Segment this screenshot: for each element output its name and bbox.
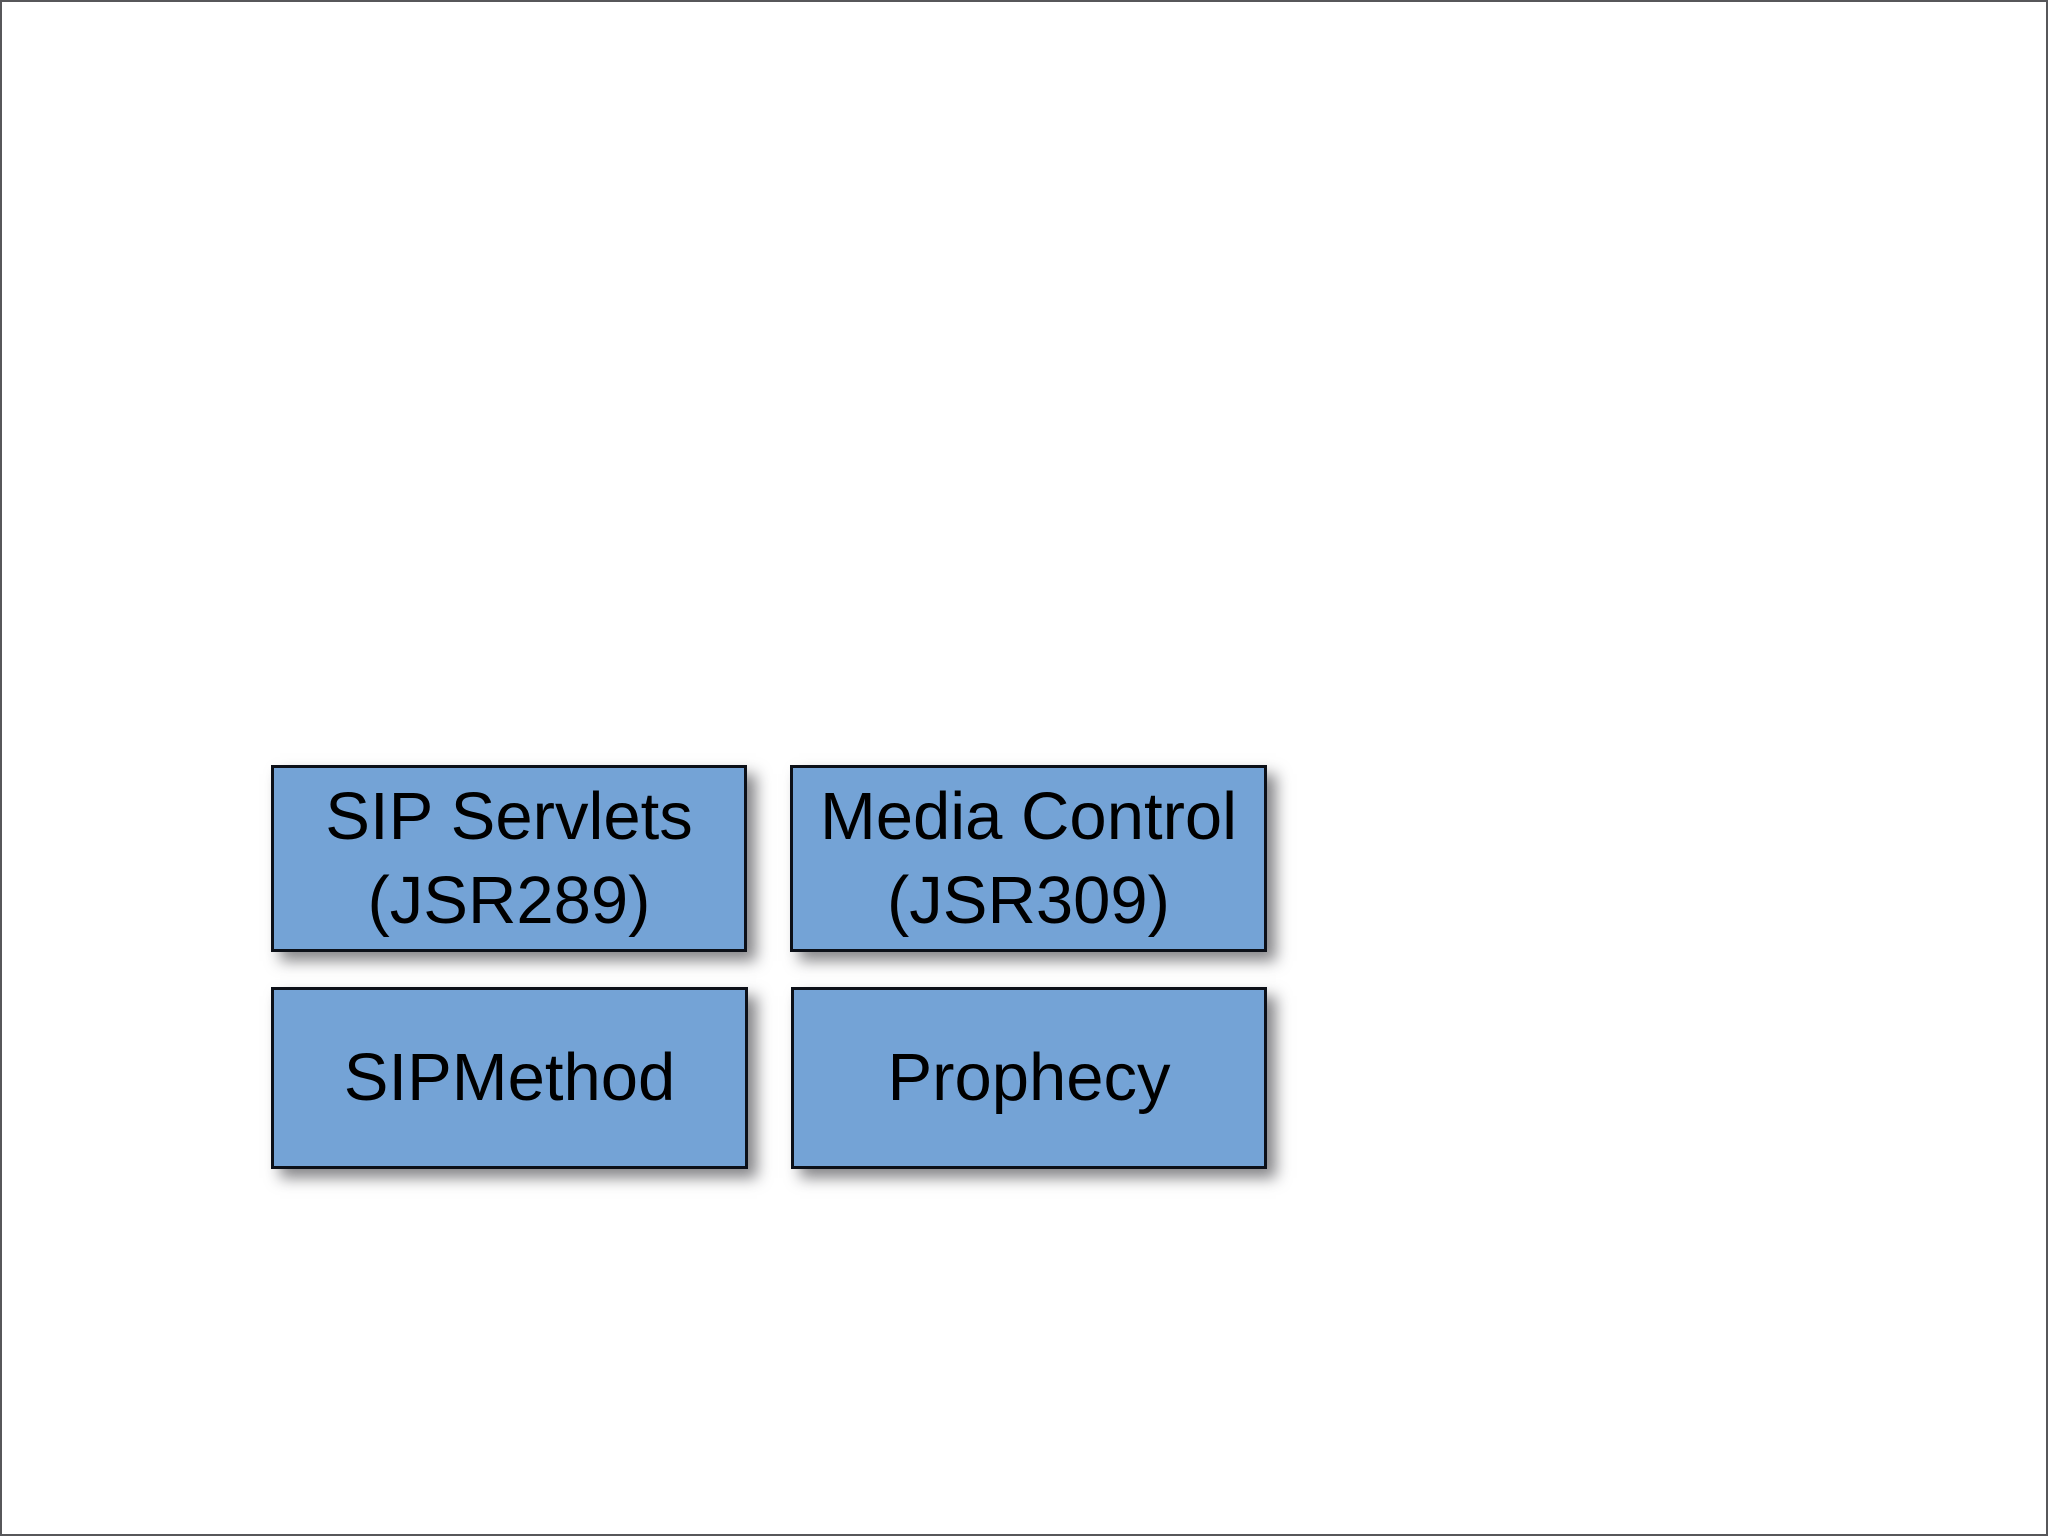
diagram-box-media-control: Media Control (JSR309): [790, 765, 1267, 952]
box-label-line: (JSR289): [367, 862, 651, 938]
box-label-line: (JSR309): [887, 862, 1170, 938]
box-label-line: SIPMethod: [343, 1040, 676, 1115]
diagram-box-sipmethod: SIPMethod: [271, 987, 748, 1169]
box-label-line: Media Control: [819, 778, 1238, 854]
box-label-line: SIP Servlets: [325, 778, 693, 854]
diagram-box-prophecy: Prophecy: [791, 987, 1267, 1169]
diagram-box-sip-servlets: SIP Servlets (JSR289): [271, 765, 747, 952]
box-label-line: Prophecy: [887, 1040, 1171, 1115]
